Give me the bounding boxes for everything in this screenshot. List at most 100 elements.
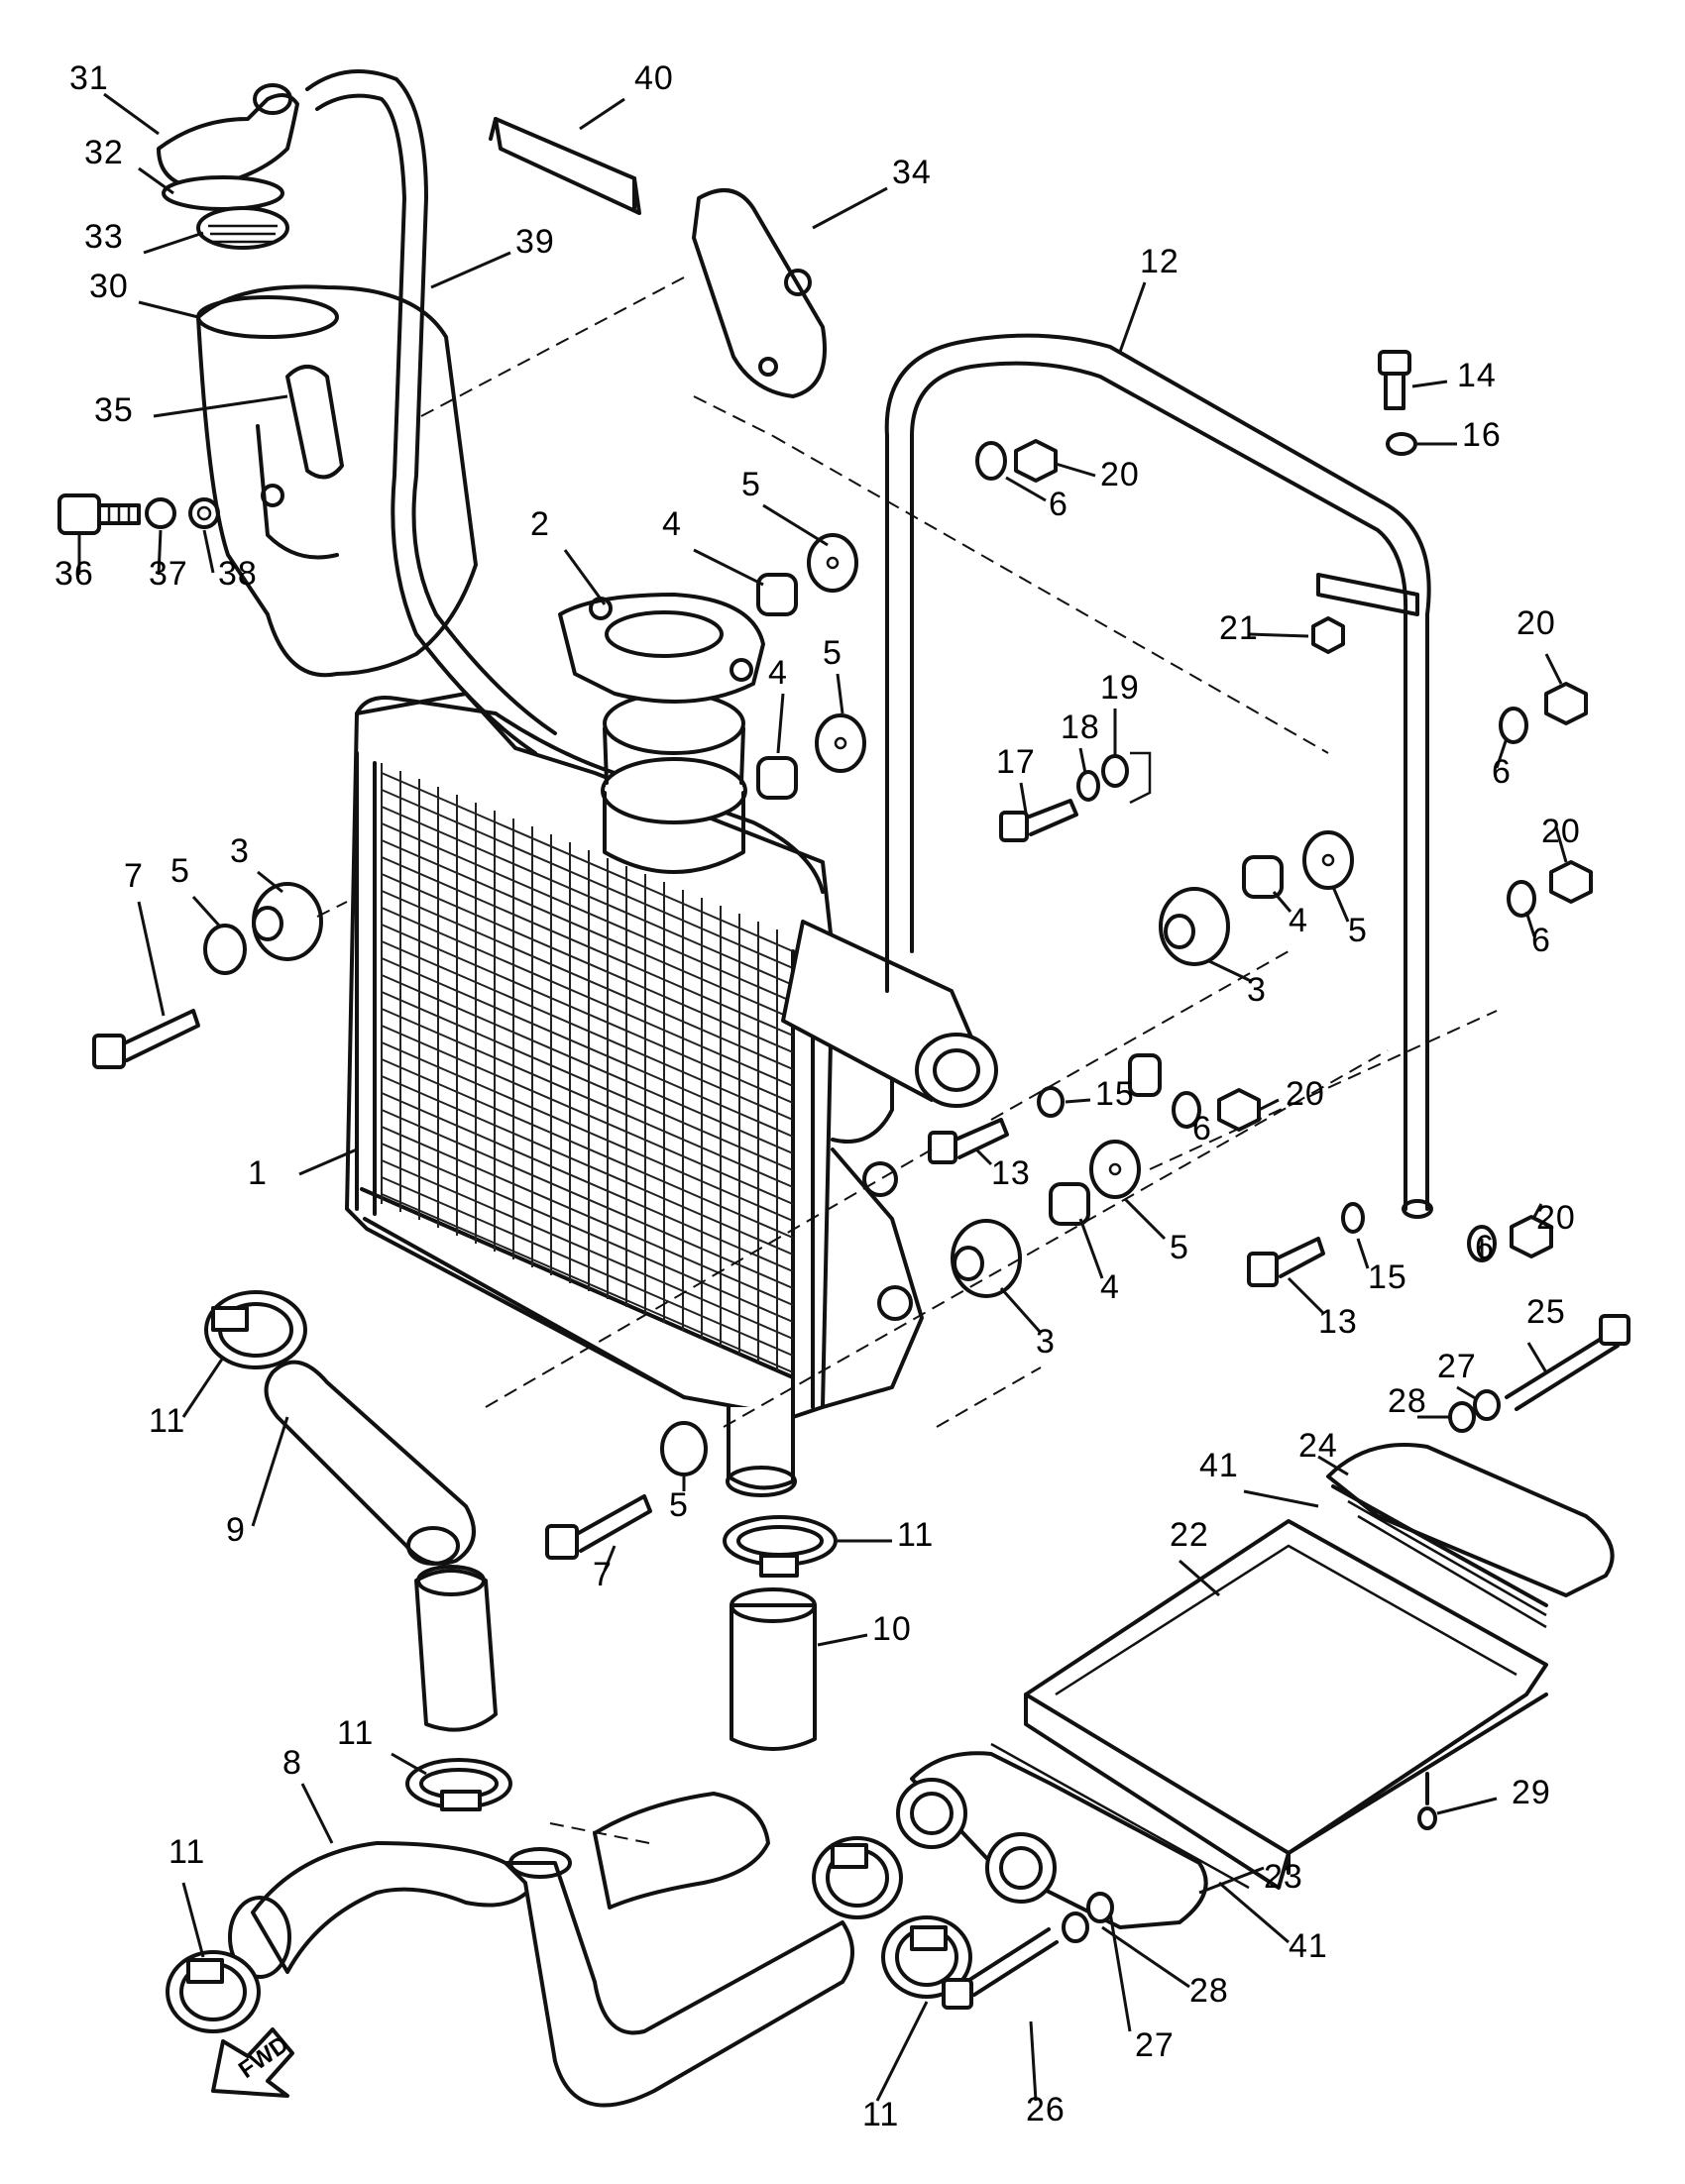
leader-line-c30 bbox=[138, 300, 199, 319]
callout-c5a: 5 bbox=[741, 466, 761, 503]
callout-c34: 34 bbox=[892, 154, 932, 191]
leader-line-c3b bbox=[1208, 959, 1252, 983]
callout-c11c: 11 bbox=[337, 1714, 374, 1752]
leader-line-c14 bbox=[1411, 380, 1448, 388]
leader-line-c7b bbox=[603, 1545, 617, 1572]
leader-line-c31 bbox=[103, 92, 160, 136]
callout-c20d: 20 bbox=[1286, 1075, 1325, 1113]
leader-line-c39 bbox=[430, 251, 511, 289]
leader-line-c20c bbox=[1554, 826, 1568, 863]
leader-line-c7a bbox=[137, 901, 166, 1017]
leader-line-c6d bbox=[1185, 1123, 1195, 1130]
callout-c20e: 20 bbox=[1536, 1199, 1576, 1237]
callout-c30: 30 bbox=[89, 268, 129, 305]
callout-c40: 40 bbox=[634, 59, 674, 97]
leader-line-c11d bbox=[181, 1882, 205, 1958]
reservoir-bolt-set bbox=[57, 493, 220, 535]
callout-c32: 32 bbox=[84, 134, 124, 171]
radiator-core bbox=[345, 692, 924, 1419]
clamp-b bbox=[723, 1515, 838, 1578]
callout-c24: 24 bbox=[1298, 1427, 1338, 1465]
clamp-a bbox=[204, 1290, 307, 1369]
callout-c13b: 13 bbox=[1318, 1303, 1358, 1341]
nut-21 bbox=[1311, 616, 1345, 654]
clamp-e bbox=[812, 1836, 903, 1919]
callout-c7a: 7 bbox=[124, 857, 144, 895]
callout-c20c: 20 bbox=[1541, 813, 1581, 850]
callout-c29: 29 bbox=[1512, 1774, 1551, 1811]
collars bbox=[756, 573, 1284, 1226]
callout-c6a: 6 bbox=[1049, 486, 1068, 523]
leader-line-c3c bbox=[999, 1287, 1043, 1334]
leader-line-c11a bbox=[181, 1357, 225, 1418]
leader-line-c6a bbox=[1005, 476, 1047, 502]
callout-c6d: 6 bbox=[1192, 1110, 1212, 1147]
callout-c5c: 5 bbox=[170, 852, 190, 890]
leader-line-c5c bbox=[191, 895, 222, 928]
callout-c6b: 6 bbox=[1492, 753, 1512, 791]
callout-c12: 12 bbox=[1140, 243, 1180, 280]
leader-line-c6c bbox=[1524, 911, 1536, 937]
leader-line-c41a bbox=[1243, 1489, 1319, 1508]
grommet-right-lower bbox=[951, 1219, 1022, 1298]
callout-c10: 10 bbox=[872, 1610, 912, 1648]
callout-c11e: 11 bbox=[862, 2096, 899, 2133]
bolts-13 bbox=[928, 1086, 1365, 1287]
radiator-outlet-pipe bbox=[781, 920, 998, 1108]
grommet-right-upper bbox=[1159, 887, 1230, 966]
leader-line-c4d bbox=[1078, 1218, 1104, 1279]
callout-c38: 38 bbox=[218, 555, 258, 593]
callout-labels: 1233344445555556666677891011111111111213… bbox=[55, 59, 1581, 2133]
leader-line-c33 bbox=[143, 231, 204, 255]
clamp-plate bbox=[489, 117, 641, 215]
leader-line-c4c bbox=[1272, 891, 1292, 913]
callout-c26: 26 bbox=[1026, 2091, 1066, 2129]
callout-c41a: 41 bbox=[1199, 1447, 1239, 1484]
callout-c11d: 11 bbox=[168, 1833, 205, 1871]
callout-c5e: 5 bbox=[1170, 1229, 1189, 1266]
callout-c6c: 6 bbox=[1531, 922, 1551, 959]
leader-line-c18 bbox=[1078, 747, 1087, 774]
callout-c8: 8 bbox=[282, 1744, 302, 1782]
callout-c5d: 5 bbox=[1348, 912, 1368, 949]
manifold-23 bbox=[896, 1742, 1250, 1929]
leader-line-c34 bbox=[812, 186, 888, 230]
leader-line-c8 bbox=[300, 1783, 334, 1844]
leader-line-c28b bbox=[1101, 1925, 1190, 1989]
leader-line-c13a bbox=[974, 1147, 993, 1166]
leader-line-c12 bbox=[1118, 281, 1147, 353]
radiator-guard-frame bbox=[884, 333, 1433, 1219]
upper-bracket bbox=[692, 188, 827, 398]
hose-8 bbox=[228, 1792, 854, 2108]
leader-line-c5a bbox=[762, 503, 829, 547]
leader-line-c6b bbox=[1495, 737, 1509, 769]
callout-c3a: 3 bbox=[230, 832, 250, 870]
callout-c5b: 5 bbox=[823, 634, 842, 672]
callout-c3b: 3 bbox=[1247, 971, 1267, 1009]
clamp-d bbox=[166, 1950, 261, 2033]
nuts-and-lockwashers bbox=[975, 439, 1593, 1262]
leader-line-c37 bbox=[157, 529, 163, 576]
leader-line-c26 bbox=[1029, 2020, 1038, 2102]
callout-c21: 21 bbox=[1219, 609, 1259, 647]
callout-c36: 36 bbox=[55, 555, 94, 593]
radiator-fins bbox=[381, 763, 794, 1373]
callout-c11b: 11 bbox=[897, 1516, 934, 1554]
callout-c16: 16 bbox=[1462, 416, 1502, 454]
callout-c28b: 28 bbox=[1189, 1972, 1229, 2010]
callout-c25: 25 bbox=[1526, 1293, 1566, 1331]
hose-clamps bbox=[166, 1290, 972, 2033]
radiator-bottom-outlet bbox=[726, 1407, 797, 1497]
callout-c1: 1 bbox=[248, 1154, 268, 1192]
leader-line-c20d bbox=[1258, 1098, 1280, 1112]
reservoir-tank bbox=[196, 284, 478, 678]
assembly-lines bbox=[316, 276, 1498, 1844]
callout-c27a: 27 bbox=[1437, 1348, 1477, 1385]
leader-line-c38 bbox=[202, 529, 215, 574]
leader-line-c4b bbox=[776, 693, 785, 754]
callout-c4d: 4 bbox=[1100, 1268, 1120, 1306]
leader-line-c40 bbox=[579, 97, 625, 131]
clamp-f bbox=[881, 1915, 972, 1999]
callout-c4c: 4 bbox=[1289, 902, 1308, 939]
